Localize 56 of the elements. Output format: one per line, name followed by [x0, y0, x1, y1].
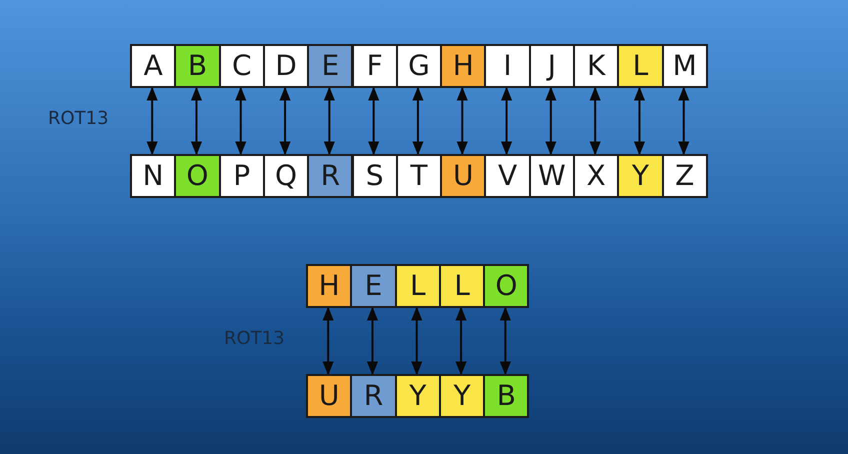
letter-cell: Z — [662, 154, 708, 198]
double-arrow — [545, 86, 556, 156]
double-arrow — [368, 86, 380, 156]
cipher-label: ROT13 — [48, 110, 109, 128]
double-arrow — [324, 86, 335, 156]
double-arrow — [678, 86, 690, 156]
cipher-label: ROT13 — [224, 330, 285, 348]
letter-cell: W — [528, 154, 575, 198]
letter-cell: U — [440, 154, 486, 198]
double-arrow — [500, 86, 512, 156]
letter-cell: L — [438, 264, 486, 308]
letter-cell: O — [483, 264, 530, 308]
letter-cell: Y — [394, 374, 441, 418]
double-arrow — [634, 86, 646, 156]
double-arrow — [411, 306, 422, 376]
letter-cell: J — [528, 44, 575, 88]
letter-cell: G — [396, 44, 442, 88]
letter-cell: K — [573, 44, 620, 88]
double-arrow — [500, 306, 511, 376]
letter-cell: I — [484, 44, 531, 88]
letter-cell: H — [440, 44, 486, 88]
letter-cell: H — [306, 264, 352, 308]
double-arrow — [412, 86, 424, 156]
letter-cell: L — [617, 44, 664, 88]
double-arrow — [279, 86, 291, 156]
double-arrow — [235, 86, 246, 156]
letter-cell: M — [662, 44, 708, 88]
double-arrow — [456, 86, 468, 156]
letter-cell: Y — [438, 374, 486, 418]
double-arrow — [590, 86, 601, 156]
double-arrow — [455, 306, 467, 376]
letter-cell: E — [307, 44, 354, 88]
letter-cell: Q — [262, 154, 310, 198]
letter-cell: T — [396, 154, 442, 198]
letter-cell: R — [307, 154, 354, 198]
letter-cell: R — [350, 374, 397, 418]
letter-cell: E — [350, 264, 397, 308]
letter-cell: U — [306, 374, 352, 418]
letter-cell: X — [573, 154, 620, 198]
letter-cell: B — [483, 374, 530, 418]
letter-cell: O — [174, 154, 221, 198]
double-arrow — [322, 306, 334, 376]
double-arrow — [146, 86, 158, 156]
double-arrow — [190, 86, 202, 156]
letter-cell: A — [130, 44, 176, 88]
letter-cell: L — [394, 264, 441, 308]
letter-cell: Y — [617, 154, 664, 198]
letter-cell: P — [218, 154, 265, 198]
letter-cell: N — [130, 154, 176, 198]
letter-cell: B — [174, 44, 221, 88]
letter-cell: V — [484, 154, 531, 198]
double-arrow — [366, 306, 378, 376]
letter-cell: C — [218, 44, 265, 88]
letter-cell: S — [352, 154, 398, 198]
letter-cell: F — [352, 44, 398, 88]
letter-cell: D — [262, 44, 310, 88]
